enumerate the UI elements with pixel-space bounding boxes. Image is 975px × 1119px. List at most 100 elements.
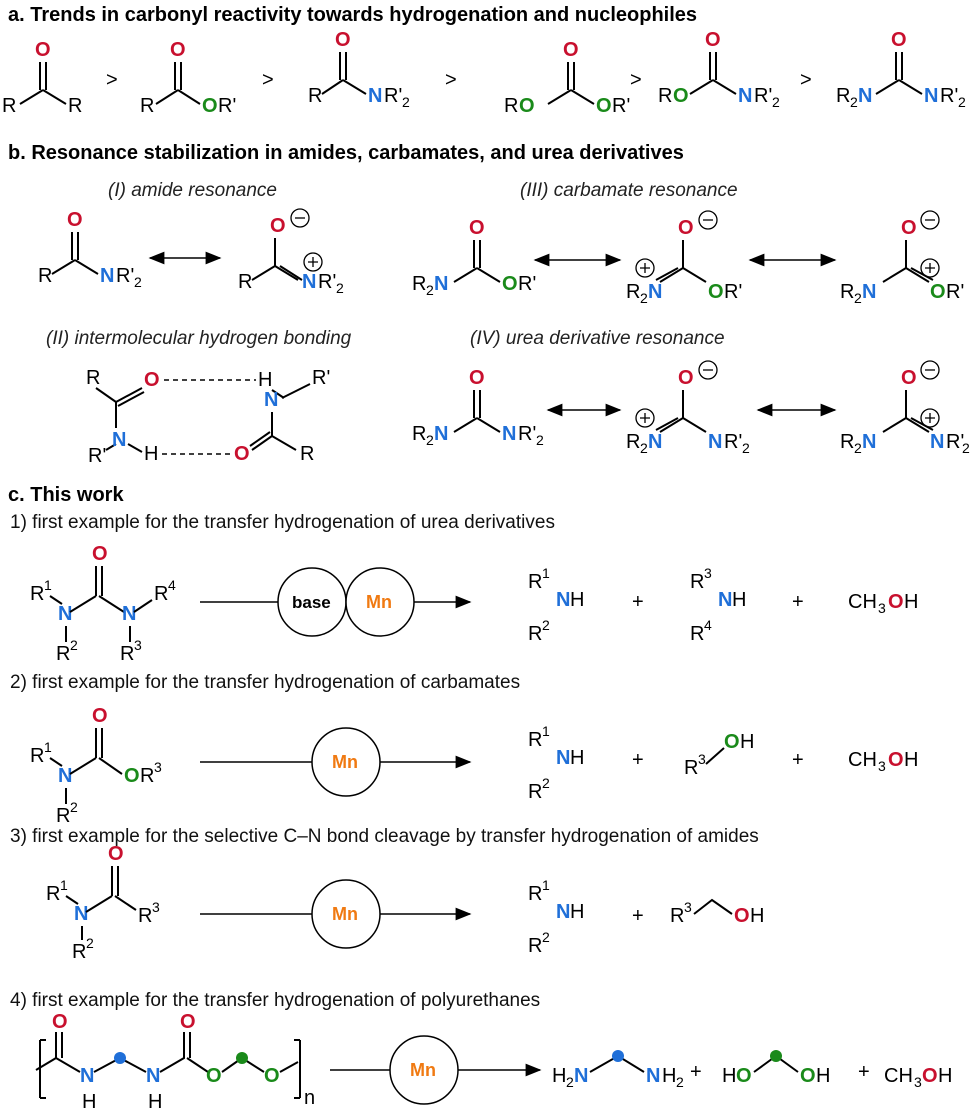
svg-text:R': R' [318, 271, 336, 293]
svg-text:N: N [112, 429, 126, 451]
svg-text:2: 2 [542, 617, 550, 633]
section-c-title: c. This work [8, 484, 124, 506]
svg-text:R: R [30, 745, 44, 767]
svg-text:H: H [740, 731, 754, 753]
polyurethane-substrate: O N H N H O O O n [35, 1011, 315, 1113]
svg-text:R: R [300, 443, 314, 465]
svg-text:R: R [658, 85, 672, 107]
svg-text:3: 3 [134, 637, 142, 653]
svg-text:N: N [434, 273, 448, 295]
svg-text:CH: CH [848, 749, 877, 771]
svg-text:O: O [52, 1011, 68, 1033]
svg-text:R': R' [518, 423, 536, 445]
svg-text:H: H [904, 749, 918, 771]
svg-text:R': R' [312, 367, 330, 389]
svg-text:O: O [92, 705, 108, 727]
svg-text:O: O [519, 95, 535, 117]
svg-text:N: N [648, 431, 662, 453]
svg-text:R: R [626, 431, 640, 453]
svg-text:N: N [58, 603, 72, 625]
svg-text:3: 3 [684, 899, 692, 915]
svg-text:R': R' [218, 95, 236, 117]
svg-text:R: R [38, 265, 52, 287]
plus-1b: + [792, 591, 804, 613]
svg-text:H: H [570, 901, 584, 923]
svg-text:N: N [264, 389, 278, 411]
svg-text:H: H [662, 1065, 676, 1087]
plus-3: + [632, 905, 644, 927]
greater-than-3: > [445, 69, 457, 91]
svg-text:N: N [556, 901, 570, 923]
svg-text:CH: CH [848, 591, 877, 613]
mn-catalyst-circle-1 [345, 567, 415, 637]
ketone-structure: O R R [2, 39, 82, 117]
svg-text:H: H [570, 747, 584, 769]
svg-text:R: R [412, 423, 426, 445]
mn-catalyst-circle-3 [311, 879, 381, 949]
svg-text:N: N [122, 603, 136, 625]
svg-text:R: R [140, 95, 154, 117]
svg-text:O: O [35, 39, 51, 61]
greater-than-5: > [800, 69, 812, 91]
plus-2b: + [792, 749, 804, 771]
svg-text:2: 2 [336, 280, 344, 296]
svg-text:R: R [528, 883, 542, 905]
svg-text:O: O [673, 85, 689, 107]
svg-text:N: N [924, 85, 938, 107]
svg-text:O: O [469, 367, 485, 389]
svg-text:2: 2 [962, 440, 970, 456]
svg-text:N: N [708, 431, 722, 453]
svg-text:2: 2 [426, 432, 434, 448]
svg-text:1: 1 [60, 877, 68, 893]
svg-text:2: 2 [402, 94, 410, 110]
svg-text:2: 2 [426, 282, 434, 298]
svg-text:2: 2 [676, 1074, 684, 1090]
svg-text:2: 2 [536, 432, 544, 448]
svg-text:O: O [736, 1065, 752, 1087]
svg-text:R: R [2, 95, 16, 117]
plus-1a: + [632, 591, 644, 613]
sub-label-hydrogen-bonding: (II) intermolecular hydrogen bonding [46, 328, 352, 349]
item-4-description: 4) first example for the transfer hydrog… [10, 990, 541, 1011]
svg-text:R': R' [88, 445, 106, 467]
section-a-title: a. Trends in carbonyl reactivity towards… [8, 4, 698, 26]
svg-text:2: 2 [542, 775, 550, 791]
svg-text:R: R [840, 431, 854, 453]
mn-label-2: Mn [332, 752, 358, 772]
svg-text:2: 2 [850, 94, 858, 110]
svg-text:4: 4 [168, 577, 176, 593]
svg-text:H: H [82, 1091, 96, 1113]
svg-text:1: 1 [542, 877, 550, 893]
svg-text:R': R' [946, 281, 964, 303]
svg-text:O: O [335, 29, 351, 51]
svg-text:R: R [56, 805, 70, 827]
svg-text:N: N [434, 423, 448, 445]
svg-text:R: R [626, 281, 640, 303]
svg-text:R: R [690, 623, 704, 645]
svg-text:N: N [100, 265, 114, 287]
svg-text:R: R [154, 583, 168, 605]
svg-text:R': R' [940, 85, 958, 107]
item-2-description: 2) first example for the transfer hydrog… [10, 672, 521, 693]
svg-text:1: 1 [542, 565, 550, 581]
svg-text:R: R [684, 757, 698, 779]
item-3-description: 3) first example for the selective C–N b… [10, 826, 759, 847]
svg-text:N: N [648, 281, 662, 303]
